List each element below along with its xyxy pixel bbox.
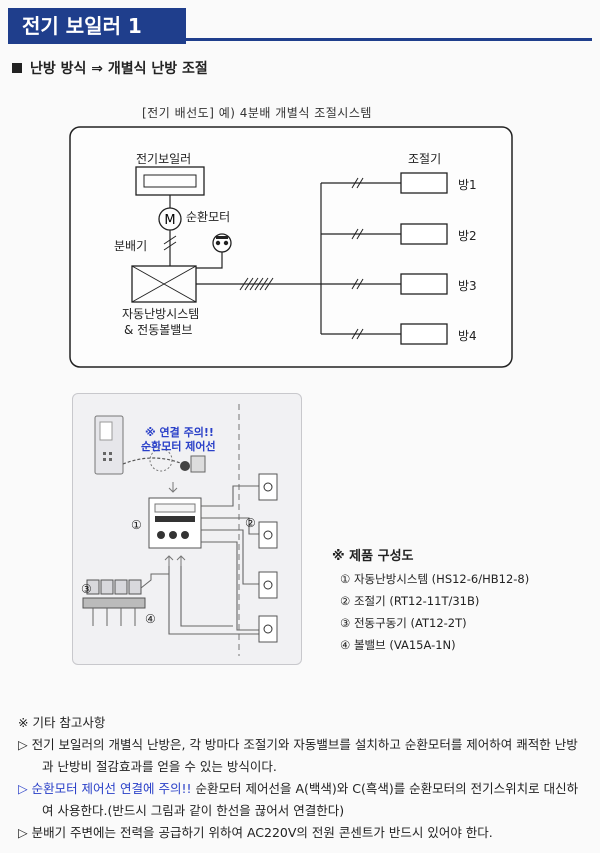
system-label-1: 자동난방시스템	[122, 307, 200, 321]
photo-label-1: ①	[131, 518, 142, 532]
notes-section: ※ 기타 참고사항 ▷ 전기 보일러의 개별식 난방은, 각 방마다 조절기와 …	[18, 712, 588, 844]
system-label-2: & 전동볼밸브	[124, 323, 193, 337]
section-heading: 난방 방식 ⇒ 개별식 난방 조절	[12, 58, 208, 78]
page-header: 전기 보일러 1	[8, 8, 592, 46]
components-title: ※ 제품 구성도	[332, 549, 414, 564]
boiler-label: 전기보일러	[136, 152, 192, 166]
motor-label: 순환모터	[186, 210, 231, 224]
component-item: ① 자동난방시스템 (HS12-6/HB12-8)	[340, 572, 530, 586]
section-title: 난방 방식 ⇒ 개별식 난방 조절	[30, 61, 208, 77]
pump-image	[190, 455, 206, 473]
boiler-display	[143, 174, 197, 188]
notes-title: ※ 기타 참고사항	[18, 715, 106, 730]
motor-letter: M	[164, 213, 175, 228]
room-label: 방1	[458, 178, 477, 192]
note-warning-highlight: ▷ 순환모터 제어선 연결에 주의!!	[18, 781, 192, 796]
controller-room4	[400, 323, 448, 345]
controller-label: 조절기	[408, 152, 442, 166]
controller-room3	[400, 273, 448, 295]
thermostat-images	[258, 473, 278, 643]
square-bullet-icon	[12, 63, 22, 73]
wiring-diagram: M	[69, 126, 513, 368]
note-item-1: ▷ 전기 보일러의 개별식 난방은, 각 방마다 조절기와 자동밸브를 설치하고…	[18, 737, 578, 774]
room-label: 방2	[458, 229, 477, 243]
note-item-2: ▷ 순환모터 제어선 연결에 주의!! 순환모터 제어선을 A(백색)와 C(흑…	[18, 778, 588, 822]
component-item: ③ 전동구동기 (AT12-2T)	[340, 616, 467, 630]
photo-warning-line1: ※ 연결 주의!!	[145, 426, 214, 439]
room-label: 방3	[458, 279, 477, 293]
photo-label-4: ④	[145, 612, 156, 626]
installation-illustration	[82, 404, 278, 656]
component-item: ② 조절기 (RT12-11T/31B)	[340, 594, 480, 608]
component-item: ④ 볼밸브 (VA15A-1N)	[340, 638, 456, 652]
page-title: 전기 보일러 1	[8, 8, 186, 44]
actuator-images	[82, 579, 146, 609]
room-label: 방4	[458, 329, 477, 343]
components-list: ① 자동난방시스템 (HS12-6/HB12-8) ② 조절기 (RT12-11…	[340, 568, 529, 656]
note-item-2-text: 순환모터 제어선을 A(백색)와 C(흑색)를 순환모터의 전기스위치로 대신하…	[42, 781, 579, 818]
controller-room2	[400, 223, 448, 245]
diagram-caption: [전기 배선도] 예) 4분배 개별식 조절시스템	[142, 106, 372, 120]
photo-label-2: ②	[245, 516, 256, 530]
photo-warning-line2: 순환모터 제어선	[141, 440, 216, 453]
distributor-label: 분배기	[114, 239, 148, 253]
motor-image	[180, 461, 190, 471]
installation-photo: ※ 연결 주의!! 순환모터 제어선 ① ② ③ ④	[72, 393, 302, 665]
header-rule	[186, 38, 592, 41]
photo-label-3: ③	[81, 582, 92, 596]
note-item-3: ▷ 분배기 주변에는 전력을 공급하기 위하여 AC220V의 전원 콘센트가 …	[18, 825, 493, 840]
controller-room1	[400, 172, 448, 194]
